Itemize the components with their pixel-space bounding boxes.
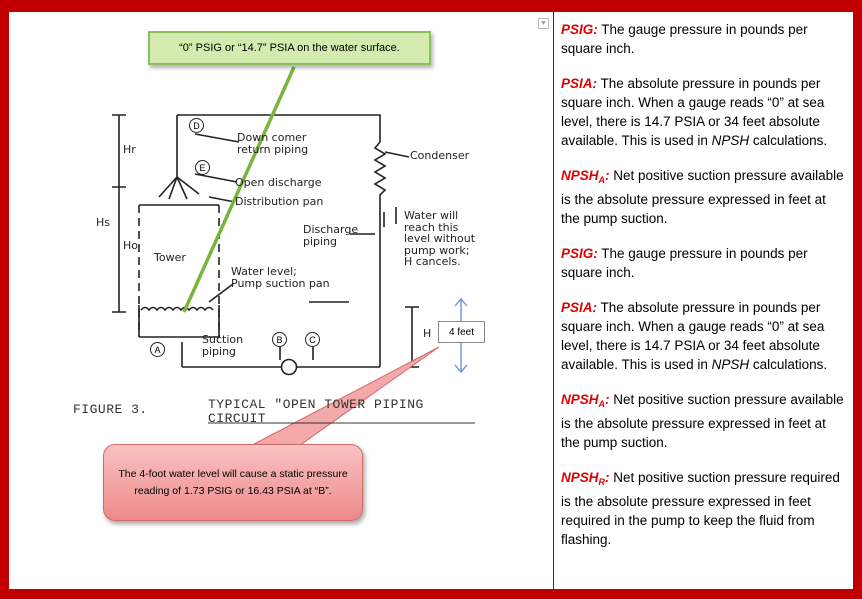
point-a: A: [150, 342, 165, 357]
label-water-level: Water level;Pump suction pan: [231, 265, 330, 290]
four-feet-label: 4 feet: [438, 321, 485, 343]
figure-number: FIGURE 3.: [73, 402, 148, 417]
definition-item: NPSHR: Net positive suction pressure req…: [561, 470, 840, 547]
definitions-panel: PSIG: The gauge pressure in pounds per s…: [561, 20, 846, 565]
label-tower: Tower: [154, 251, 186, 264]
figure-title-line2: CIRCUIT: [208, 411, 267, 426]
label-ho: Ho: [123, 239, 139, 252]
label-distribution-pan: Distribution pan: [235, 195, 324, 208]
point-e: E: [195, 160, 210, 175]
label-condenser: Condenser: [410, 149, 470, 162]
definition-item: PSIA: The absolute pressure in pounds pe…: [561, 76, 828, 148]
point-b: B: [272, 332, 287, 347]
figure-title-line1: TYPICAL "OPEN TOWER PIPING: [208, 397, 424, 412]
label-hr: Hr: [123, 143, 136, 156]
definition-item: PSIG: The gauge pressure in pounds per s…: [561, 22, 808, 56]
callout-water-surface: “0” PSIG or “14.7” PSIA on the water sur…: [148, 31, 431, 65]
callout-static-pressure: The 4-foot water level will cause a stat…: [103, 444, 363, 521]
label-h: H: [423, 327, 432, 340]
label-hs: Hs: [96, 216, 111, 229]
definition-item: NPSHA: Net positive suction pressure ava…: [561, 392, 844, 450]
definition-item: PSIG: The gauge pressure in pounds per s…: [561, 246, 808, 280]
chevron-down-icon[interactable]: ▼: [538, 18, 549, 29]
green-pointer-line: [182, 66, 296, 313]
label-water-will-reach: Water will reach this level without pump…: [404, 209, 476, 269]
definition-item: NPSHA: Net positive suction pressure ava…: [561, 168, 844, 226]
point-d: D: [189, 118, 204, 133]
column-divider: [553, 12, 554, 589]
definition-item: PSIA: The absolute pressure in pounds pe…: [561, 300, 828, 372]
diagram-panel: “0” PSIG or “14.7” PSIA on the water sur…: [9, 12, 553, 589]
point-c: C: [305, 332, 320, 347]
label-open-discharge: Open discharge: [235, 176, 322, 189]
